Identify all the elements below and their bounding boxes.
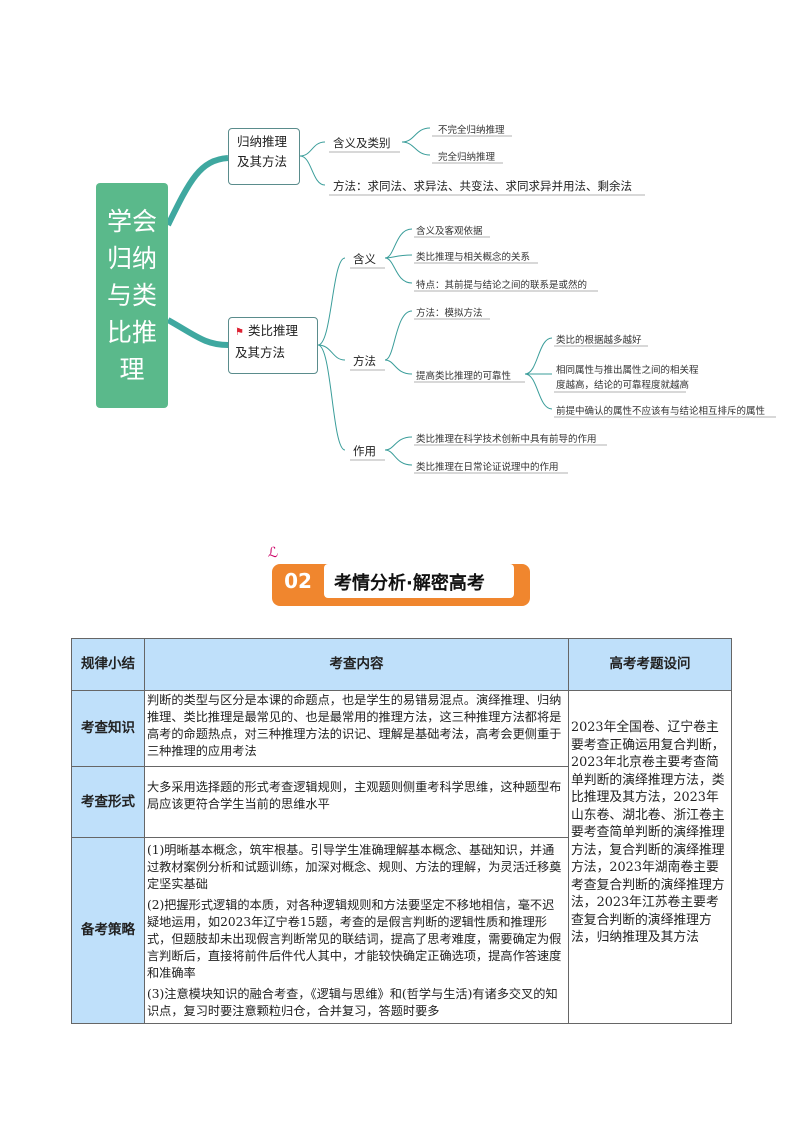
analogy-meaning-item-1: 含义及客观依据 (416, 226, 483, 237)
header-summary: 规律小结 (71, 638, 145, 691)
analysis-table: 规律小结 考查内容 高考考题设问 考查知识 判断的类型与区分是本课的命题点，也是… (71, 638, 732, 1024)
strategy-item-1: (1)明晰基本概念，筑牢根基。引导学生准确理解基本概念、基础知识，并通过教材案例… (147, 843, 562, 891)
analogy-use-item-2: 类比推理在日常论证说理中的作用 (416, 462, 559, 473)
analogy-use-label: 作用 (353, 444, 376, 458)
reliability-item-2-line-2: 度越高，结论的可靠程度就越高 (556, 380, 690, 391)
analogy-use-item-1: 类比推理在科学技术创新中具有前导的作用 (416, 434, 597, 445)
table-row: 考查知识 判断的类型与区分是本课的命题点，也是学生的易错易混点。演绎推理、归纳推… (71, 690, 732, 1024)
section-title: 考情分析·解密高考 (334, 573, 485, 594)
inductive-type-2: 完全归纳推理 (438, 152, 496, 163)
analogy-method-item-1: 方法：模拟方法 (416, 308, 483, 319)
branch-analogy-node: ⚑类比推理及其方法 (228, 317, 318, 374)
header-exam-questions: 高考考题设问 (568, 638, 732, 691)
row-content-strategy: (1)明晰基本概念，筑牢根基。引导学生准确理解基本概念、基础知识，并通过教材案例… (144, 837, 569, 1024)
inductive-type-1: 不完全归纳推理 (438, 125, 505, 136)
decorative-curl-icon: ℒ (268, 545, 279, 561)
row-content-form: 大多采用选择题的形式考查逻辑规则，主观题则侧重考科学思维，这种题型布局应该更符合… (144, 766, 569, 838)
reliability-item-3: 前提中确认的属性不应该有与结论相互排斥的属性 (556, 406, 766, 417)
inductive-methods-label: 方法：求同法、求异法、共变法、求同求异并用法、剩余法 (333, 179, 632, 193)
mind-map: 学会归纳与类比推理 归纳推理及其方法 含义及类别 不完全归纳推理 完全归纳推理 … (0, 0, 800, 500)
strategy-item-2: (2)把握形式逻辑的本质，对各种逻辑规则和方法要坚定不移地相信，毫不迟疑地运用，… (147, 898, 562, 980)
table-row: 备考策略 (1)明晰基本概念，筑牢根基。引导学生准确理解基本概念、基础知识，并通… (71, 837, 732, 1024)
strategy-item-3: (3)注意模块知识的融合考查，《逻辑与思维》和(哲学与生活)有诸多交叉的知识点，… (147, 987, 558, 1018)
branch-inductive-node: 归纳推理及其方法 (228, 128, 300, 185)
analogy-method-item-2: 提高类比推理的可靠性 (416, 371, 512, 382)
section-badge: 02 考情分析·解密高考 (268, 560, 536, 610)
section-number: 02 (284, 569, 312, 593)
row-head-knowledge: 考查知识 (71, 690, 145, 767)
reliability-item-1: 类比的根据越多越好 (556, 335, 642, 346)
analogy-meaning-item-3: 特点：其前提与结论之间的联系是或然的 (416, 280, 588, 291)
row-head-form: 考查形式 (71, 766, 145, 838)
mind-map-root: 学会归纳与类比推理 (96, 183, 168, 408)
analogy-meaning-item-2: 类比推理与相关概念的关系 (416, 252, 531, 263)
exam-questions-cell: 2023年全国卷、辽宁卷主要考查正确运用复合判断，2023年北京卷主要考查简单判… (568, 690, 732, 1024)
analogy-method-label: 方法 (353, 354, 376, 368)
flag-icon: ⚑ (235, 327, 244, 338)
table-header-row: 规律小结 考查内容 高考考题设问 (71, 638, 732, 691)
branch-analogy-label: 类比推理及其方法 (235, 323, 298, 360)
mind-map-connectors (165, 127, 776, 474)
branch-inductive-label: 归纳推理及其方法 (237, 134, 288, 169)
analogy-meaning-label: 含义 (353, 252, 376, 266)
row-content-knowledge: 判断的类型与区分是本课的命题点，也是学生的易错易混点。演绎推理、归纳推理、类比推… (144, 690, 569, 767)
badge-title-background (324, 564, 514, 598)
row-head-strategy: 备考策略 (71, 837, 145, 1024)
inductive-meaning-label: 含义及类别 (333, 136, 391, 150)
header-content: 考查内容 (144, 638, 569, 691)
root-title: 学会归纳与类比推理 (106, 207, 157, 384)
table-row: 考查形式 大多采用选择题的形式考查逻辑规则，主观题则侧重考科学思维，这种题型布局… (71, 766, 732, 838)
reliability-item-2-line-1: 相同属性与推出属性之间的相关程 (556, 365, 699, 376)
